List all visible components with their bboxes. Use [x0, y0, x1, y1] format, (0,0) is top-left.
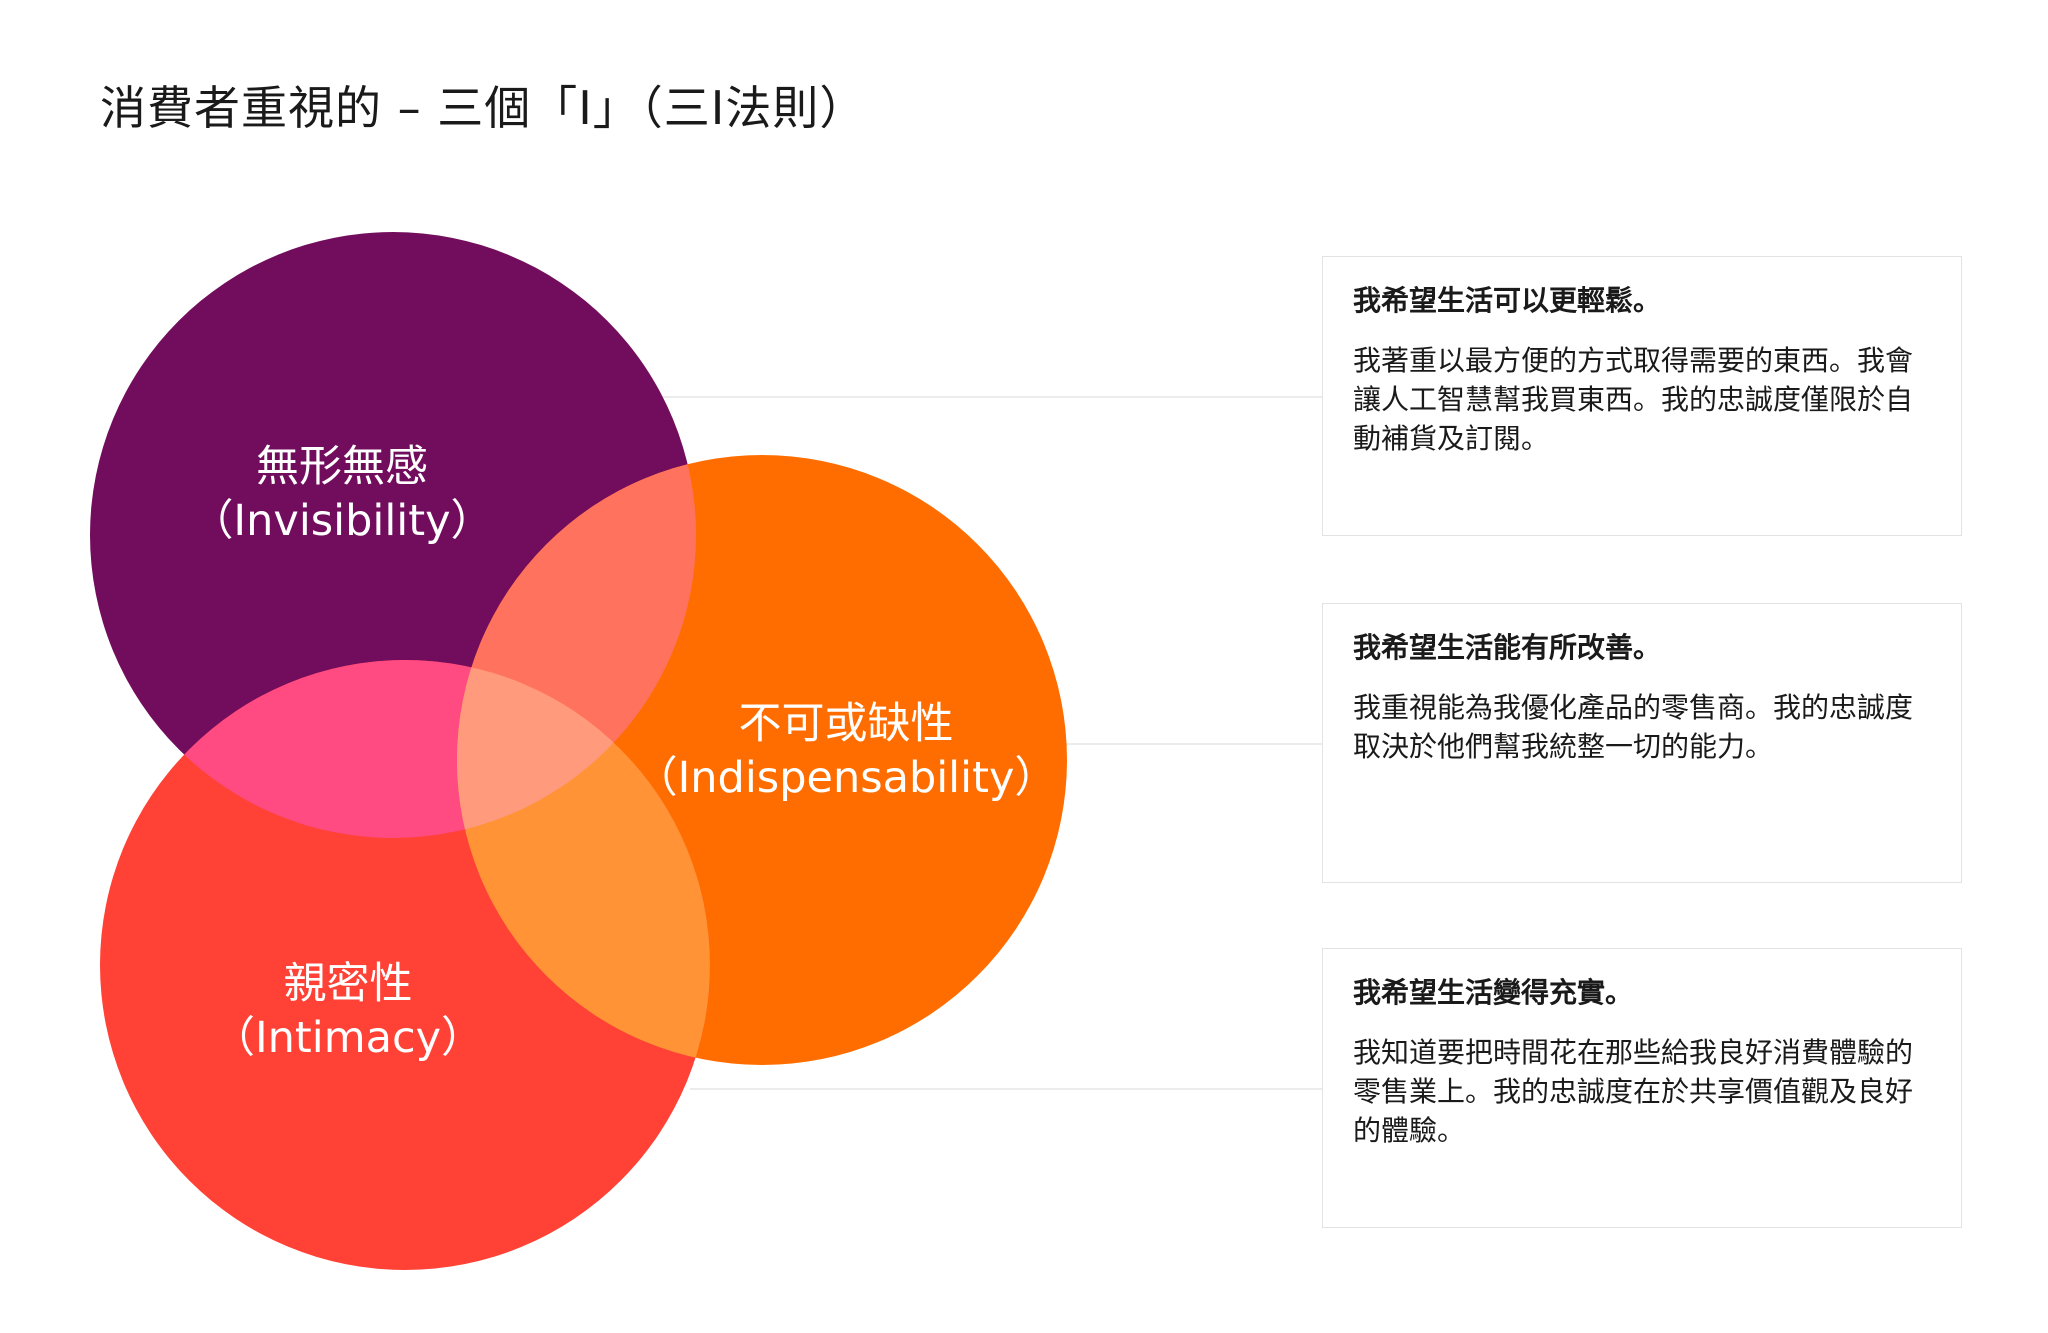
label-indispensability-subtitle: （Indispensability）: [634, 753, 1058, 803]
card-fulfilling-life: 我希望生活變得充實。 我知道要把時間花在那些給我良好消費體驗的零售業上。我的忠誠…: [1322, 948, 1962, 1228]
page-title: 消費者重視的 – 三個「I」（三I法則）: [100, 81, 867, 135]
label-invisibility: 無形無感 （Invisibility）: [190, 440, 493, 548]
card-easier-life: 我希望生活可以更輕鬆。 我著重以最方便的方式取得需要的東西。我會讓人工智慧幫我買…: [1322, 256, 1962, 536]
card-heading: 我希望生活能有所改善。: [1353, 631, 1662, 664]
label-invisibility-subtitle: （Invisibility）: [190, 496, 494, 546]
label-intimacy-subtitle: （Intimacy）: [211, 1013, 485, 1063]
label-invisibility-title: 無形無感: [256, 442, 428, 492]
label-indispensability-title: 不可或缺性: [738, 699, 954, 749]
label-intimacy: 親密性 （Intimacy）: [212, 957, 484, 1065]
card-body: 我知道要把時間花在那些給我良好消費體驗的零售業上。我的忠誠度在於共享價值觀及良好…: [1353, 1036, 1914, 1147]
overlap-invisibility-indispensability: [457, 455, 696, 838]
card-better-life: 我希望生活能有所改善。 我重視能為我優化產品的零售商。我的忠誠度取決於他們幫我統…: [1322, 603, 1962, 883]
card-body: 我重視能為我優化產品的零售商。我的忠誠度取決於他們幫我統整一切的能力。: [1353, 691, 1914, 763]
card-body: 我著重以最方便的方式取得需要的東西。我會讓人工智慧幫我買東西。我的忠誠度僅限於自…: [1353, 344, 1914, 455]
card-heading: 我希望生活可以更輕鬆。: [1353, 284, 1662, 317]
card-heading: 我希望生活變得充實。: [1353, 976, 1634, 1009]
label-indispensability: 不可或缺性 （Indispensability）: [635, 697, 1058, 805]
label-intimacy-title: 親密性: [283, 959, 413, 1009]
overlap-indispensability-intimacy: [457, 660, 710, 1065]
